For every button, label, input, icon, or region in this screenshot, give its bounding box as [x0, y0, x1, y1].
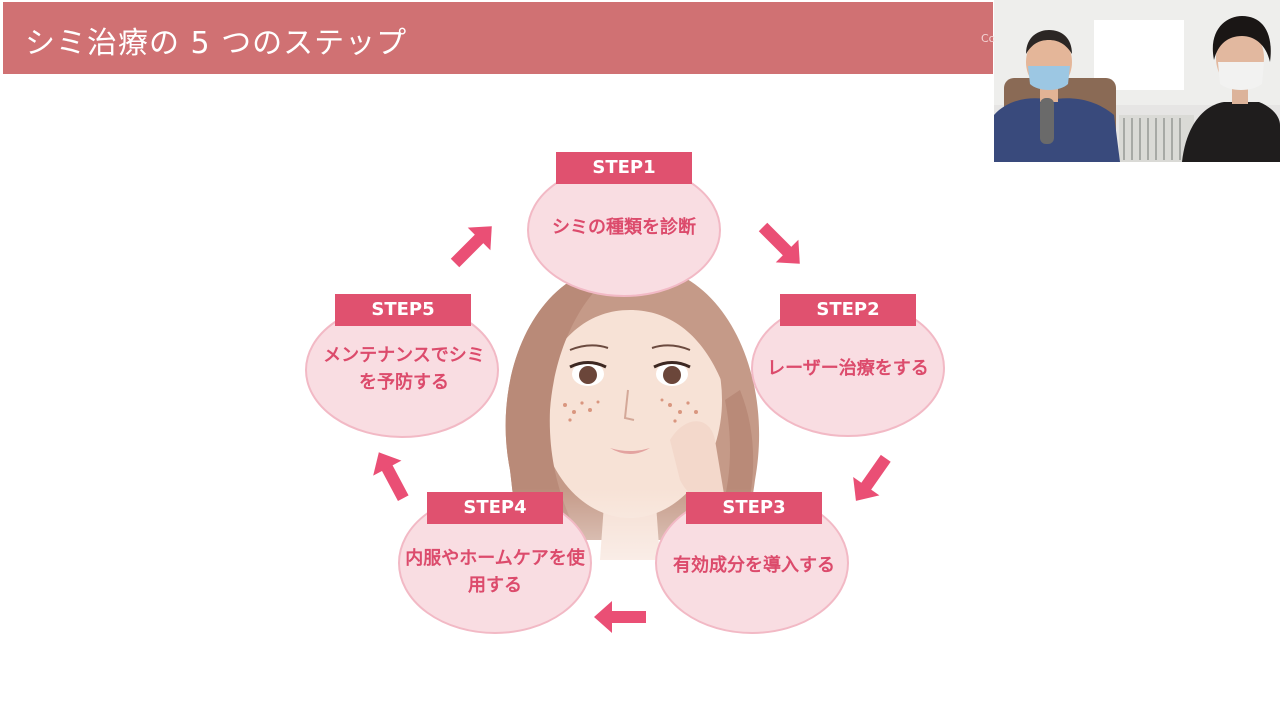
step5-label: STEP5: [335, 294, 471, 326]
webcam-people-image: [994, 0, 1280, 162]
arrow-step1-to-step2: [758, 222, 800, 264]
step1-text: シミの種類を診断: [552, 217, 696, 238]
step2-text: レーザー治療をする: [767, 358, 929, 379]
arrow-step2-to-step3: [853, 454, 891, 501]
title-bar: シミ治療の 5 つのステップ Co: [3, 2, 996, 74]
arrow-step5-to-step1: [450, 226, 492, 268]
step1-label: STEP1: [556, 152, 692, 184]
step5-text: メンテナンスでシミを予防する: [323, 345, 485, 393]
step4-text: 内服やホームケアを使用する: [405, 548, 585, 596]
step3-label: STEP3: [686, 492, 822, 524]
step4-label: STEP4: [427, 492, 563, 524]
copyright-text: Co: [981, 32, 996, 45]
step3-text: 有効成分を導入する: [673, 555, 835, 576]
webcam-video: [994, 0, 1280, 162]
arrow-step4-to-step5: [373, 452, 409, 502]
arrow-step3-to-step4: [594, 601, 646, 633]
step2-label: STEP2: [780, 294, 916, 326]
slide-title: シミ治療の 5 つのステップ: [25, 26, 408, 61]
